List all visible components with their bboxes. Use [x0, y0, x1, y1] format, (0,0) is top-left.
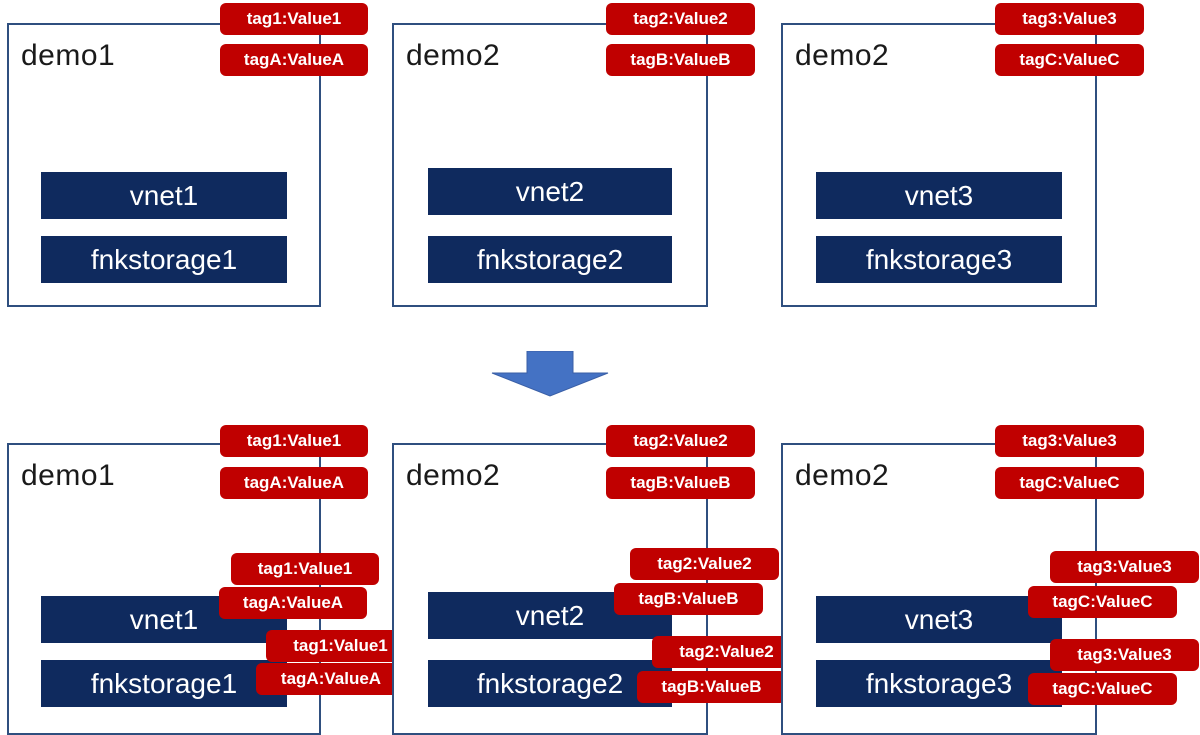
group-tag: tag2:Value2 — [606, 425, 755, 457]
resource-storage: fnkstorage2 — [428, 660, 672, 707]
resource-tag: tag3:Value3 — [1050, 639, 1199, 671]
resource-storage: fnkstorage2 — [428, 236, 672, 283]
resource-vnet: vnet3 — [816, 596, 1062, 643]
group-tag: tag1:Value1 — [220, 425, 368, 457]
resource-tag: tag1:Value1 — [231, 553, 379, 585]
resource-vnet: vnet1 — [41, 172, 287, 219]
group-tag: tagC:ValueC — [995, 44, 1144, 76]
group-tag: tag3:Value3 — [995, 425, 1144, 457]
resource-storage: fnkstorage3 — [816, 660, 1062, 707]
group-tag: tagA:ValueA — [220, 44, 368, 76]
resource-storage: fnkstorage1 — [41, 660, 287, 707]
resource-tag: tag1:Value1 — [266, 630, 415, 662]
group-tag: tagC:ValueC — [995, 467, 1144, 499]
resource-tag: tag3:Value3 — [1050, 551, 1199, 583]
resource-group-title: demo1 — [21, 459, 116, 492]
down-arrow-shape — [491, 351, 609, 397]
resource-tag: tagA:ValueA — [219, 587, 367, 619]
group-tag: tagB:ValueB — [606, 44, 755, 76]
group-tag: tag3:Value3 — [995, 3, 1144, 35]
resource-group-title: demo2 — [795, 39, 890, 72]
resource-tag: tagB:ValueB — [637, 671, 786, 703]
resource-tag: tagB:ValueB — [614, 583, 763, 615]
resource-tag: tag2:Value2 — [630, 548, 779, 580]
resource-group-title: demo2 — [406, 459, 501, 492]
group-tag: tag1:Value1 — [220, 3, 368, 35]
resource-tag: tagA:ValueA — [256, 663, 406, 695]
resource-tag: tagC:ValueC — [1028, 586, 1177, 618]
resource-vnet: vnet2 — [428, 168, 672, 215]
group-tag: tagA:ValueA — [220, 467, 368, 499]
group-tag: tag2:Value2 — [606, 3, 755, 35]
resource-tag: tagC:ValueC — [1028, 673, 1177, 705]
resource-group-title: demo1 — [21, 39, 116, 72]
resource-vnet: vnet3 — [816, 172, 1062, 219]
group-tag: tagB:ValueB — [606, 467, 755, 499]
resource-group-title: demo2 — [795, 459, 890, 492]
down-arrow-icon — [491, 351, 609, 397]
resource-storage: fnkstorage3 — [816, 236, 1062, 283]
resource-tag: tag2:Value2 — [652, 636, 801, 668]
resource-vnet: vnet2 — [428, 592, 672, 639]
resource-storage: fnkstorage1 — [41, 236, 287, 283]
resource-group-title: demo2 — [406, 39, 501, 72]
